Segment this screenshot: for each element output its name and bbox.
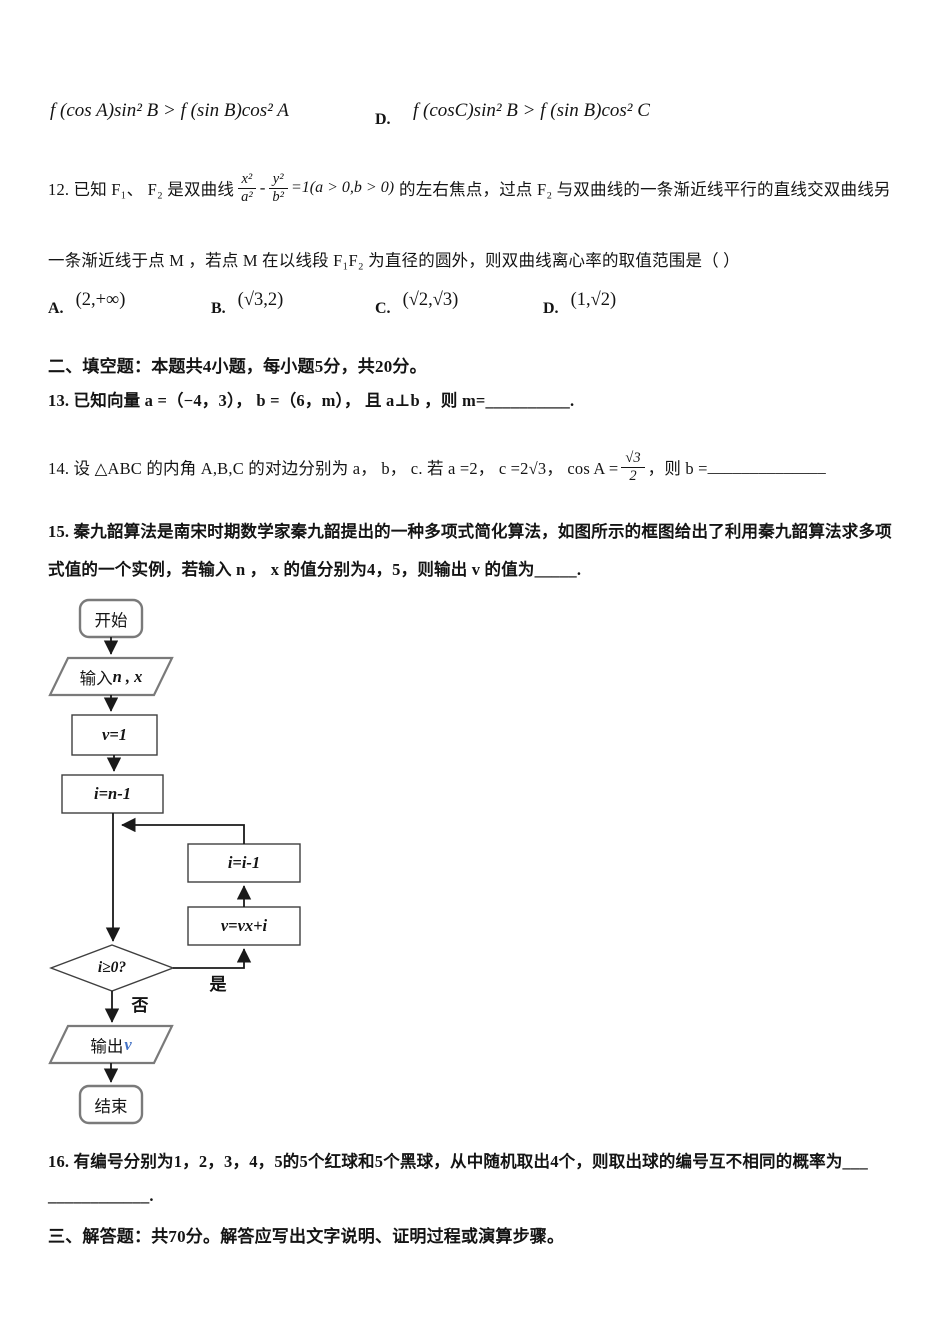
q16-line2-blank: ____________. [48,1186,154,1205]
section2-heading: 二、填空题：本题共4小题，每小题5分，共20分。 [48,357,427,376]
q14-fraction: √3 2 [621,450,645,484]
q14-post: ，则 b = [647,459,708,478]
q14-line: 14. 设 △ABC 的内角 A,B,C 的对边分别为 a， b， c. 若 a… [48,438,826,496]
q14-answer-blank: ______________ [707,457,826,476]
update-node-shape [187,906,301,946]
q12-option-b: B. (√3,2) [211,290,284,317]
q12-options-row: A. (2,+∞) B. (√3,2) C. (√2,√3) D. (1,√2) [0,290,950,335]
assign-i-node-label: i=n-1 [94,784,131,803]
q11-option-d-label: D. [375,111,391,128]
yes-branch-label: 是 [209,974,227,994]
q12-line1-pre: 12. 已知 F₁、 F₂ 是双曲线 [48,180,235,199]
q12-minus-sign: - [259,178,266,197]
q12-line1-mid: =1(a > 0,b > 0) [290,179,395,196]
decrement-node-label: i=i-1 [227,853,261,872]
q13-text: 13. 已知向量 a =（−4，3）， b =（6，m）， 且 a⊥b ，则 m… [48,391,575,410]
input-node-shape [48,656,174,697]
update-node-label: v=vx+i [220,916,268,935]
q12-line1: 12. 已知 F₁、 F₂ 是双曲线 x² a² - y² b² =1(a > … [48,158,891,218]
q12-line2: 一条渐近线于点 M ，若点 M 在以线段 F₁F₂ 为直径的圆外，则双曲线离心率… [48,251,740,270]
q15-line1: 15. 秦九韶算法是南宋时期数学家秦九韶提出的一种多项式简化算法，如图所示的框图… [48,522,892,541]
flow-arrows [103,637,252,1083]
q12-option-c: C. (√2,√3) [375,290,459,317]
condition-diamond-label: i≥0? [97,959,127,976]
q14-pre: 14. 设 △ABC 的内角 A,B,C 的对边分别为 a， b， c. 若 a… [48,459,619,478]
flowchart-canvas [48,598,301,1125]
start-node-label: 开始 [94,610,128,630]
q12-line1-post: 的左右焦点，过点 F₂ 与双曲线的一条渐近线平行的直线交双曲线另 [399,180,891,199]
q15-line2: 式值的一个实例，若输入 n ， x 的值分别为4，5，则输出 v 的值为____… [48,560,582,579]
q11-option-d-formula: f (cosC)sin² B > f (sin B)cos² C [413,100,650,121]
q12-option-a: A. (2,+∞) [48,290,126,317]
q16-line1: 16. 有编号分别为1，2，3，4，5的5个红球和5个黑球，从中随机取出4个，则… [48,1152,868,1171]
assign-i-node-shape [61,774,164,814]
q11-options-row: f (cos A)sin² B > f (sin B)cos² A D. f (… [0,96,950,136]
end-node-label: 结束 [94,1096,128,1116]
end-node-shape [78,1084,144,1125]
q12-fraction-y: y² b² [268,171,288,205]
q11-option-c-formula: f (cos A)sin² B > f (sin B)cos² A [50,100,289,121]
no-branch-label: 否 [131,995,149,1015]
section3-heading: 三、解答题：共70分。解答应写出文字说明、证明过程或演算步骤。 [48,1227,565,1246]
q12-option-d: D. (1,√2) [543,290,617,317]
output-node-shape [48,1024,174,1065]
assign-v-node-label: v=1 [102,725,127,744]
q12-fraction-x: x² a² [237,171,257,205]
